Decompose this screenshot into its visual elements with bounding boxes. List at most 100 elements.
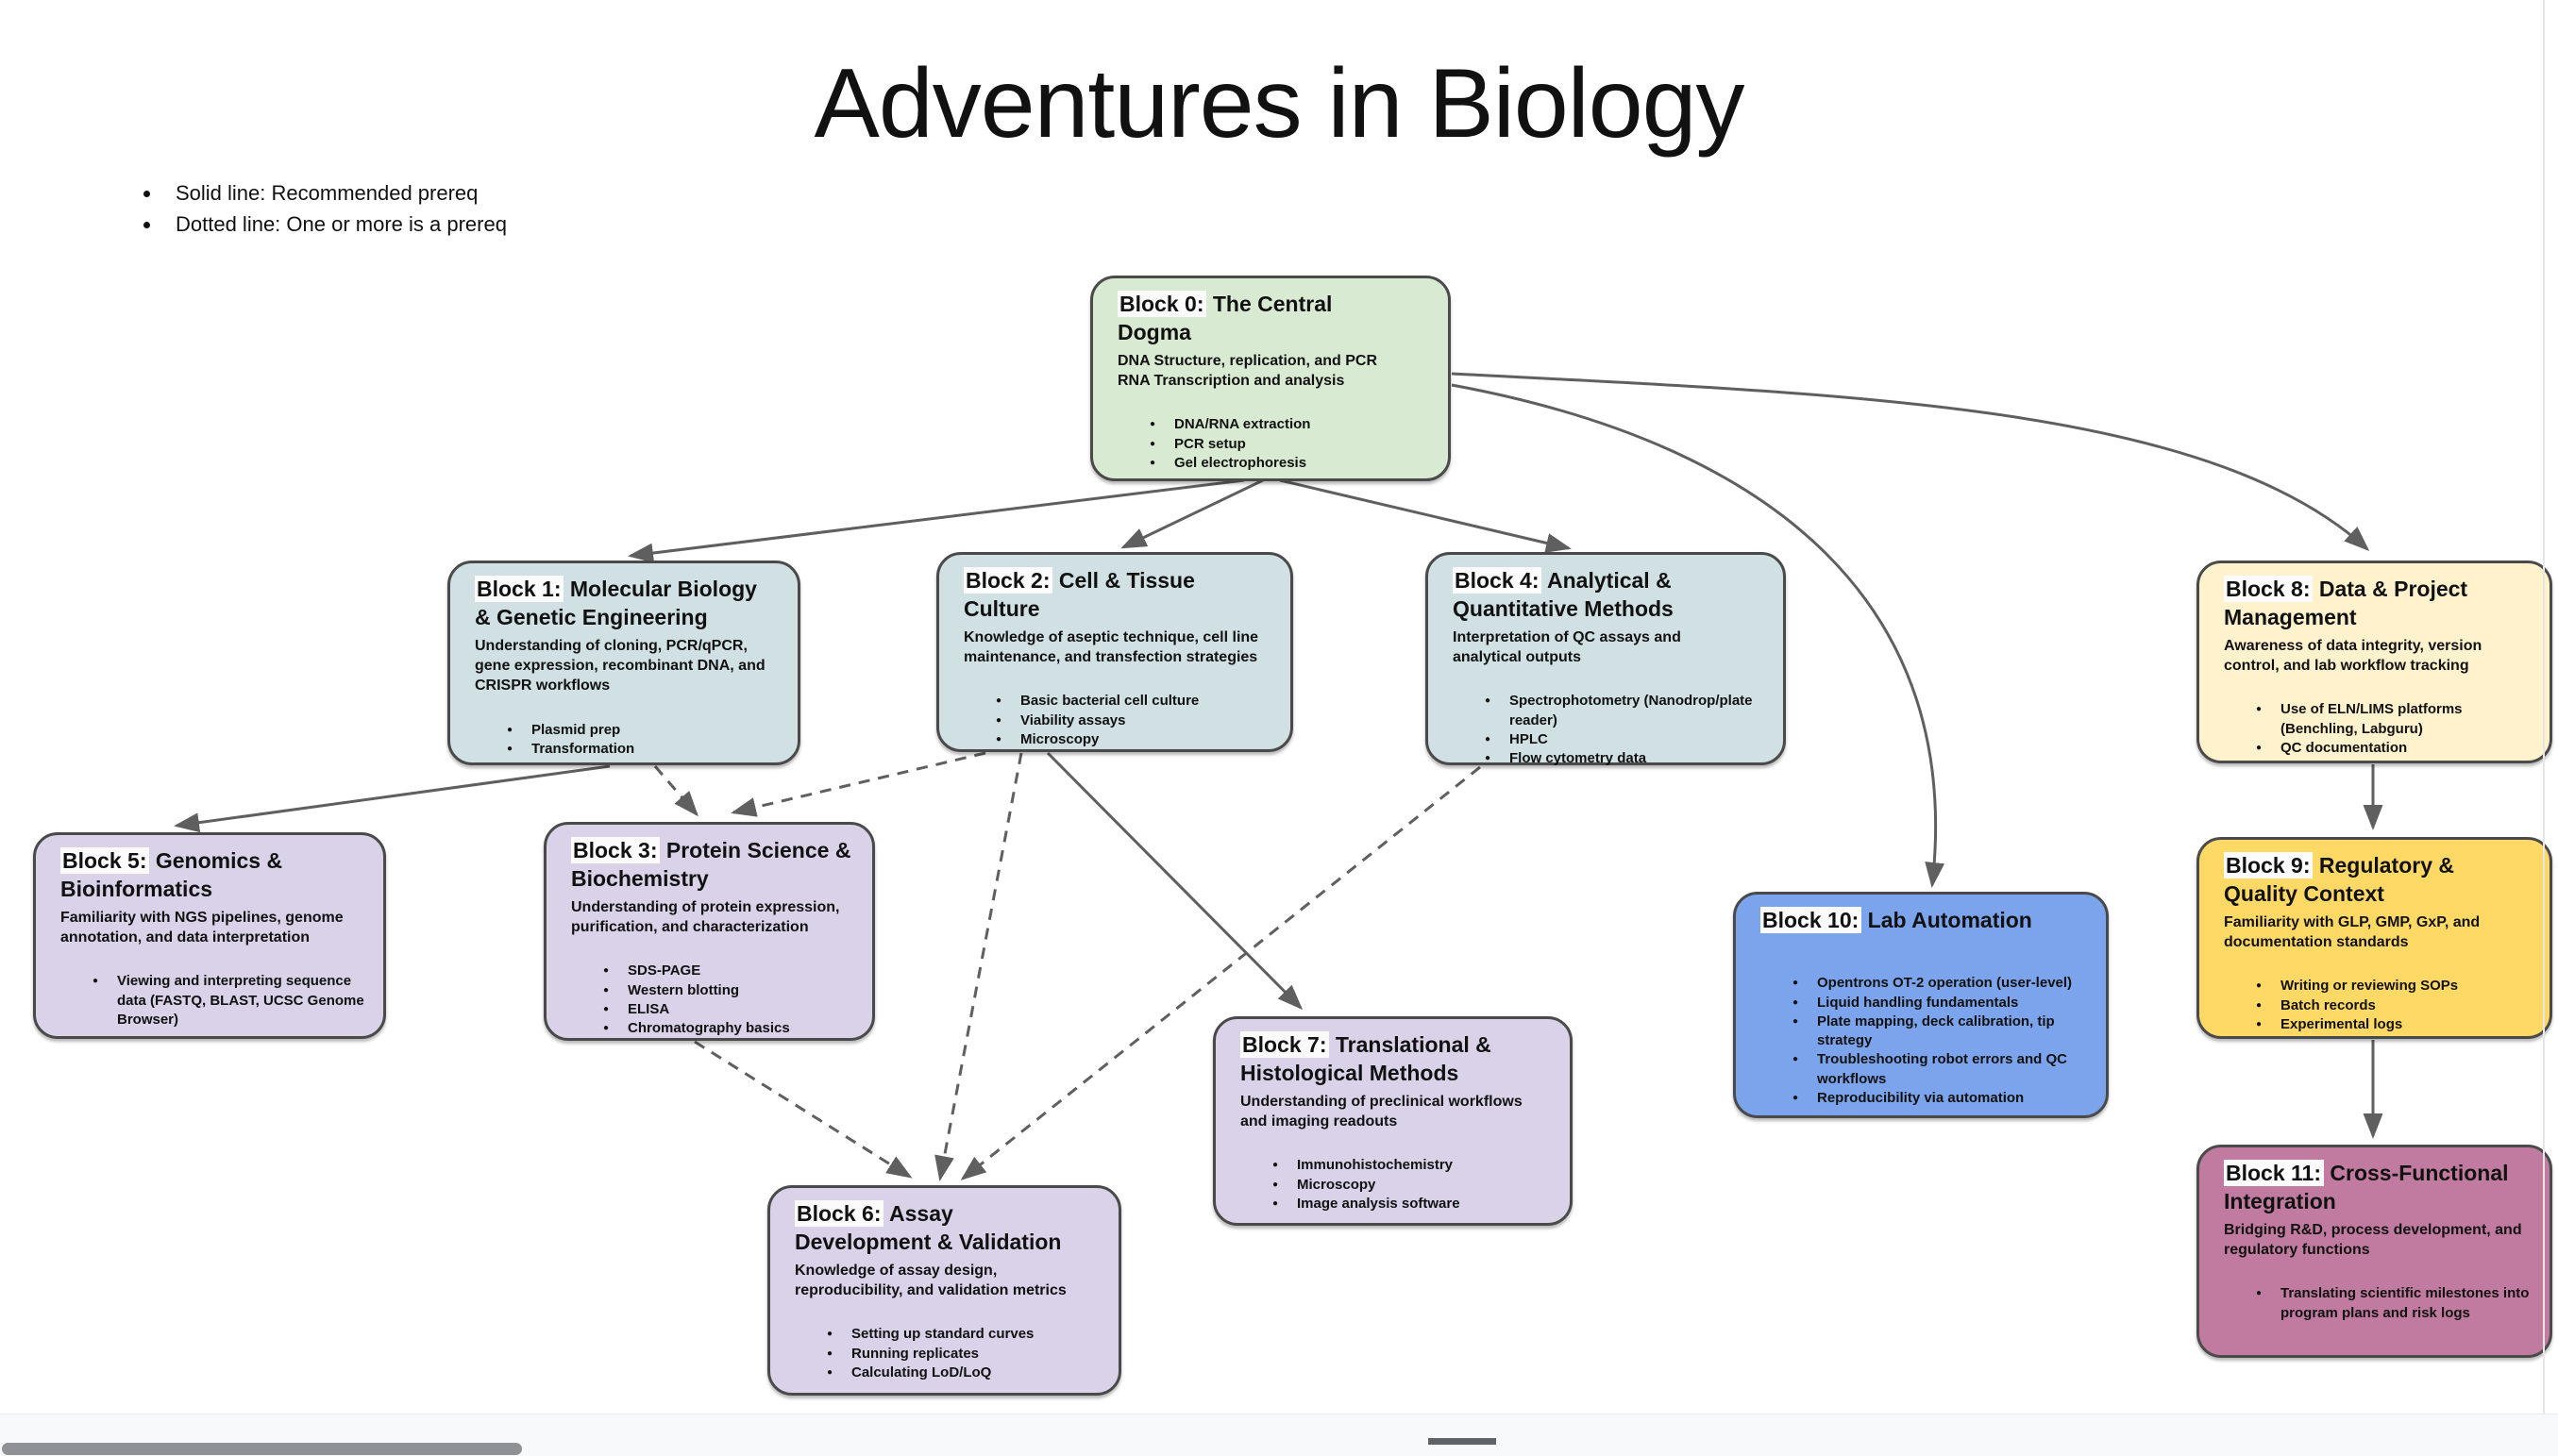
block-1-bullet: Plasmid prep xyxy=(507,721,779,740)
block-8-title: Block 8: Data & Project Management xyxy=(2224,575,2531,632)
page-title: Adventures in Biology xyxy=(814,49,1745,159)
block-1-subtitle: Understanding of cloning, PCR/qPCR, gene… xyxy=(475,637,766,695)
block-11-subtitle: Bridging R&D, process development, and r… xyxy=(2224,1221,2522,1258)
block-3-subtitle: Understanding of protein expression, pur… xyxy=(571,898,840,935)
block-6-bullet: Calculating LoD/LoQ xyxy=(827,1364,1100,1382)
edge-block-0-to-block-8-solid xyxy=(1451,372,2370,552)
block-0-bullet: DNA/RNA extraction xyxy=(1150,415,1429,434)
block-6-title-text: Assay Development & Validation xyxy=(795,1201,1062,1255)
block-0-title-prefix: Block 0: xyxy=(1118,291,1207,317)
block-4-bullet: Flow cytometry data xyxy=(1485,749,1764,768)
block-10-bullet: Reproducibility via automation xyxy=(1792,1089,2087,1108)
edge-block-3-to-block-6-dashed xyxy=(694,1040,913,1179)
edge-block-2-to-block-6-dashed xyxy=(934,752,1023,1181)
block-6-title-prefix: Block 6: xyxy=(795,1200,884,1227)
block-3-bullet: ELISA xyxy=(603,1000,853,1019)
block-6-bullet-list: Setting up standard curvesRunning replic… xyxy=(795,1325,1100,1382)
block-0-bullet: Gel electrophoresis xyxy=(1150,454,1429,473)
block-9-title: Block 9: Regulatory & Quality Context xyxy=(2224,851,2531,909)
block-4-bullet: Spectrophotometry (Nanodrop/plate reader… xyxy=(1485,692,1764,730)
block-10-bullet: Opentrons OT-2 operation (user-level) xyxy=(1792,974,2087,993)
block-5-subtitle: Familiarity with NGS pipelines, genome a… xyxy=(60,909,344,946)
horizontal-scrollbar-thumb[interactable] xyxy=(2,1443,522,1455)
block-4-subtitle: Interpretation of QC assays and analytic… xyxy=(1453,628,1681,665)
block-7-subtitle: Understanding of preclinical workflows a… xyxy=(1240,1093,1523,1130)
block-card-block-1[interactable]: Block 1: Molecular Biology & Genetic Eng… xyxy=(447,561,800,765)
block-9-title-text: Regulatory & Quality Context xyxy=(2224,853,2455,907)
block-9-bullet: Batch records xyxy=(2256,996,2531,1015)
block-1-bullet-list: Plasmid prepTransformation xyxy=(475,721,779,760)
block-8-bullet: QC documentation xyxy=(2256,739,2531,758)
block-10-bullet: Plate mapping, deck calibration, tip str… xyxy=(1792,1013,2087,1051)
block-8-title-text: Data & Project Management xyxy=(2224,577,2468,630)
canvas-right-edge xyxy=(2543,0,2545,1414)
legend-item-dotted: Dotted line: One or more is a prereq xyxy=(162,209,507,240)
block-2-bullet-list: Basic bacterial cell cultureViability as… xyxy=(964,692,1271,749)
block-2-bullet: Basic bacterial cell culture xyxy=(996,692,1271,711)
block-10-bullet-list: Opentrons OT-2 operation (user-level)Liq… xyxy=(1760,974,2087,1108)
block-0-title-text: The Central Dogma xyxy=(1118,292,1333,345)
block-9-bullet: Writing or reviewing SOPs xyxy=(2256,977,2531,996)
block-2-bullet: Microscopy xyxy=(996,730,1271,749)
block-9-bullet: Experimental logs xyxy=(2256,1015,2531,1034)
block-8-subtitle: Awareness of data integrity, version con… xyxy=(2224,637,2482,674)
block-11-title: Block 11: Cross-Functional Integration xyxy=(2224,1159,2531,1216)
block-9-title-prefix: Block 9: xyxy=(2224,852,2314,879)
edge-block-1-to-block-5-solid xyxy=(174,764,611,833)
block-5-bullet-list: Viewing and interpreting sequence data (… xyxy=(60,972,364,1029)
block-7-title-text: Translational & Histological Methods xyxy=(1240,1032,1491,1086)
edge-block-1-to-block-3-dashed xyxy=(653,765,698,817)
block-0-bullet-list: DNA/RNA extractionPCR setupGel electroph… xyxy=(1118,415,1429,473)
block-8-title-prefix: Block 8: xyxy=(2224,576,2314,602)
block-3-title: Block 3: Protein Science & Biochemistry xyxy=(571,836,853,894)
block-5-title: Block 5: Genomics & Bioinformatics xyxy=(60,846,364,904)
block-0-subtitle: DNA Structure, replication, and PCR RNA … xyxy=(1118,352,1377,389)
block-2-title-text: Cell & Tissue Culture xyxy=(964,568,1195,622)
block-1-title-prefix: Block 1: xyxy=(475,576,564,602)
block-4-bullet-list: Spectrophotometry (Nanodrop/plate reader… xyxy=(1453,692,1764,768)
block-6-title: Block 6: Assay Development & Validation xyxy=(795,1199,1100,1257)
block-6-bullet: Setting up standard curves xyxy=(827,1325,1100,1344)
block-2-bullet: Viability assays xyxy=(996,711,1271,730)
block-card-block-10[interactable]: Block 10: Lab AutomationOpentrons OT-2 o… xyxy=(1733,892,2109,1118)
block-4-title: Block 4: Analytical & Quantitative Metho… xyxy=(1453,566,1764,624)
edge-block-0-to-block-1-solid xyxy=(628,478,1245,563)
block-7-bullet: Immunohistochemistry xyxy=(1272,1156,1551,1175)
block-2-subtitle: Knowledge of aseptic technique, cell lin… xyxy=(964,628,1259,665)
edge-block-0-to-block-2-solid xyxy=(1120,478,1264,549)
block-2-title: Block 2: Cell & Tissue Culture xyxy=(964,566,1271,624)
block-10-title: Block 10: Lab Automation xyxy=(1760,906,2087,934)
block-5-title-text: Genomics & Bioinformatics xyxy=(60,848,283,902)
scroll-center-handle[interactable] xyxy=(1428,1438,1496,1445)
block-card-block-4[interactable]: Block 4: Analytical & Quantitative Metho… xyxy=(1425,552,1786,768)
block-4-title-prefix: Block 4: xyxy=(1453,567,1542,594)
block-0-bullet: PCR setup xyxy=(1150,435,1429,454)
block-8-bullet: Use of ELN/LIMS platforms (Benchling, La… xyxy=(2256,700,2531,739)
block-6-subtitle: Knowledge of assay design, reproducibili… xyxy=(795,1262,1067,1298)
block-1-title: Block 1: Molecular Biology & Genetic Eng… xyxy=(475,575,779,632)
block-7-title-prefix: Block 7: xyxy=(1240,1031,1330,1058)
block-3-title-prefix: Block 3: xyxy=(571,837,661,863)
block-5-title-prefix: Block 5: xyxy=(60,847,150,874)
block-card-block-7[interactable]: Block 7: Translational & Histological Me… xyxy=(1213,1016,1573,1226)
block-1-title-text: Molecular Biology & Genetic Engineering xyxy=(475,577,757,630)
block-11-title-text: Cross-Functional Integration xyxy=(2224,1161,2509,1214)
block-3-bullet: Chromatography basics xyxy=(603,1019,853,1038)
block-9-bullet-list: Writing or reviewing SOPsBatch recordsEx… xyxy=(2224,977,2531,1034)
block-7-title: Block 7: Translational & Histological Me… xyxy=(1240,1030,1551,1088)
block-3-title-text: Protein Science & Biochemistry xyxy=(571,838,851,892)
legend-item-solid: Solid line: Recommended prereq xyxy=(162,177,507,209)
block-10-bullet: Troubleshooting robot errors and QC work… xyxy=(1792,1050,2087,1089)
block-10-bullet: Liquid handling fundamentals xyxy=(1792,994,2087,1013)
block-0-title: Block 0: The Central Dogma xyxy=(1118,290,1429,347)
block-7-bullet: Microscopy xyxy=(1272,1176,1551,1195)
